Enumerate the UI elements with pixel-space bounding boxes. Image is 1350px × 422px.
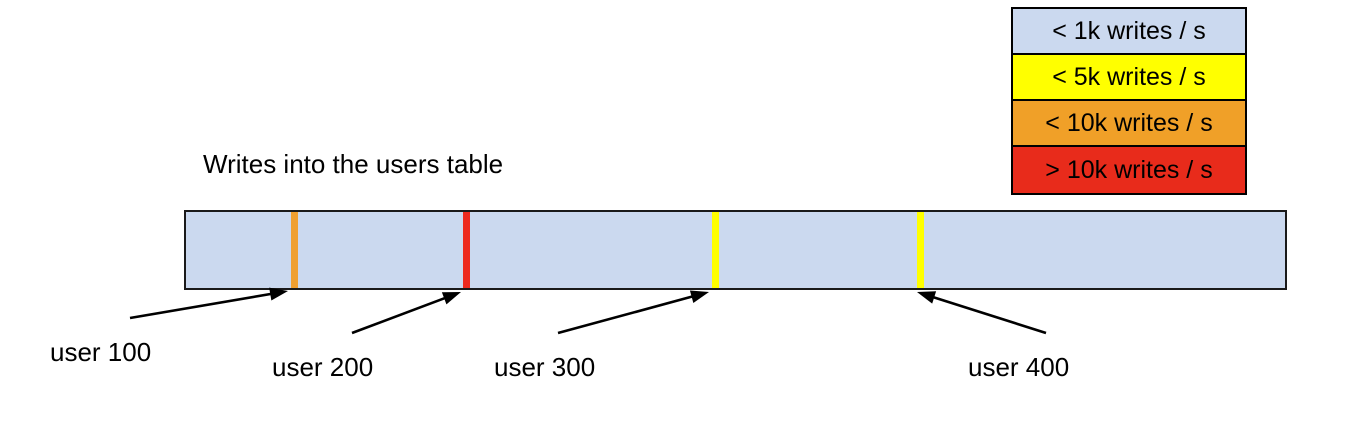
bar-title: Writes into the users table [203,149,504,179]
stripe-user-300 [712,212,719,288]
legend-label-under-10k: < 10k writes / s [1045,108,1213,137]
legend-label-under-5k: < 5k writes / s [1052,62,1206,91]
callout-label-user-200: user 200 [272,352,374,382]
callout-user-400-arrowhead-icon [917,291,937,304]
stripe-user-400 [917,212,924,288]
callout-user-100-shaft [129,292,275,320]
callout-user-400-shaft [929,295,1047,335]
legend-item-over-10k: > 10k writes / s [1013,147,1245,193]
legend-item-under-10k: < 10k writes / s [1013,101,1245,147]
callout-user-200-shaft [351,295,449,335]
stripe-user-100 [291,212,298,288]
legend-label-over-10k: > 10k writes / s [1045,155,1213,184]
callout-user-200-arrowhead-icon [441,292,461,305]
users-table-bar [184,210,1287,290]
callout-label-user-100: user 100 [50,337,152,367]
legend-item-under-5k: < 5k writes / s [1013,55,1245,101]
legend-label-under-1k: < 1k writes / s [1052,16,1206,45]
legend: < 1k writes / s < 5k writes / s < 10k wr… [1011,7,1247,195]
callout-label-user-400: user 400 [968,352,1070,382]
legend-item-under-1k: < 1k writes / s [1013,9,1245,55]
stripe-user-200 [463,212,470,288]
callout-label-user-300: user 300 [494,352,596,382]
callout-user-300-shaft [557,294,696,335]
callout-user-300-arrowhead-icon [689,290,709,303]
